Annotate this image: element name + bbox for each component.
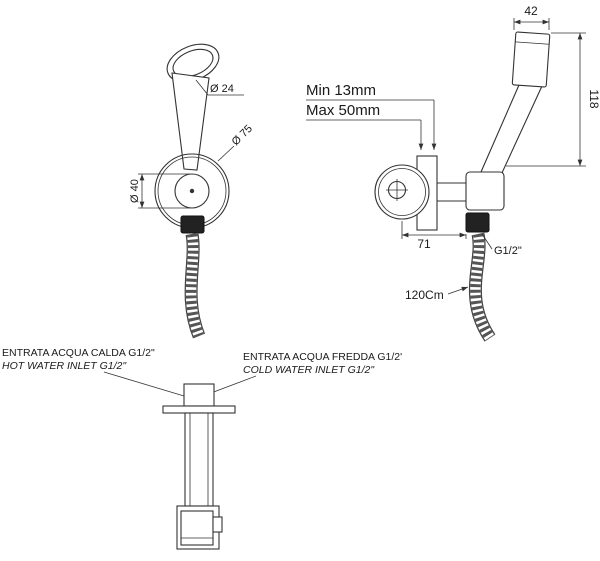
front-view: Ø 24 Ø 75 Ø 40 <box>129 43 255 339</box>
hose-length-label: 120Cm <box>405 288 444 302</box>
dim-head-width-label: 42 <box>524 4 538 18</box>
hose-side <box>468 232 496 342</box>
wall-flange-front <box>154 153 230 229</box>
cold-inlet-label-it: ENTRATA ACQUA FREDDA G1/2' <box>243 351 402 363</box>
dim-projection: 71 <box>401 221 467 251</box>
thread-label: G1/2" <box>494 245 522 257</box>
cold-leader-line <box>210 375 257 394</box>
hose-nut-front <box>180 215 205 234</box>
hose-front <box>184 232 206 339</box>
dim-projection-label: 71 <box>417 237 431 251</box>
dim-overall-height-label: 118 <box>587 89 600 108</box>
spray-head-side <box>511 31 551 88</box>
inlet-pipe <box>162 383 236 550</box>
inlet-view: ENTRATA ACQUA CALDA G1/2" HOT WATER INLE… <box>2 347 402 550</box>
dim-overall-height: 118 <box>506 32 600 167</box>
holder-collar-side <box>465 171 505 211</box>
hot-leader-line <box>103 371 185 397</box>
hot-inlet-label-it: ENTRATA ACQUA CALDA G1/2" <box>2 347 155 359</box>
wall-min-label: Min 13mm <box>306 82 376 99</box>
wall-thickness-note: Min 13mm Max 50mm <box>306 82 437 150</box>
dim-flange-diameter: Ø 75 <box>217 123 255 162</box>
hose-nut-side <box>465 212 490 233</box>
spray-handle-front <box>171 72 210 171</box>
cold-inlet-label-en: COLD WATER INLET G1/2" <box>243 364 375 376</box>
dim-head-label: Ø 24 <box>210 83 234 95</box>
dim-collar-diameter: Ø 40 <box>129 173 190 209</box>
hose-length-callout: 120Cm <box>405 286 469 302</box>
dim-head-diameter: Ø 24 <box>195 79 244 96</box>
dim-head-width: 42 <box>513 4 550 30</box>
dim-collar-label: Ø 40 <box>129 179 141 203</box>
dim-flange-label: Ø 75 <box>230 123 255 148</box>
wall-max-label: Max 50mm <box>306 102 380 119</box>
side-view: 42 118 Min 13mm Max 50mm 71 G1/2" <box>306 4 600 342</box>
thread-callout: G1/2" <box>481 233 522 257</box>
spray-head-front <box>166 43 220 83</box>
wall-flange-side <box>374 164 430 220</box>
hot-inlet-label-en: HOT WATER INLET G1/2" <box>2 360 127 372</box>
spray-handle-side <box>480 84 543 176</box>
